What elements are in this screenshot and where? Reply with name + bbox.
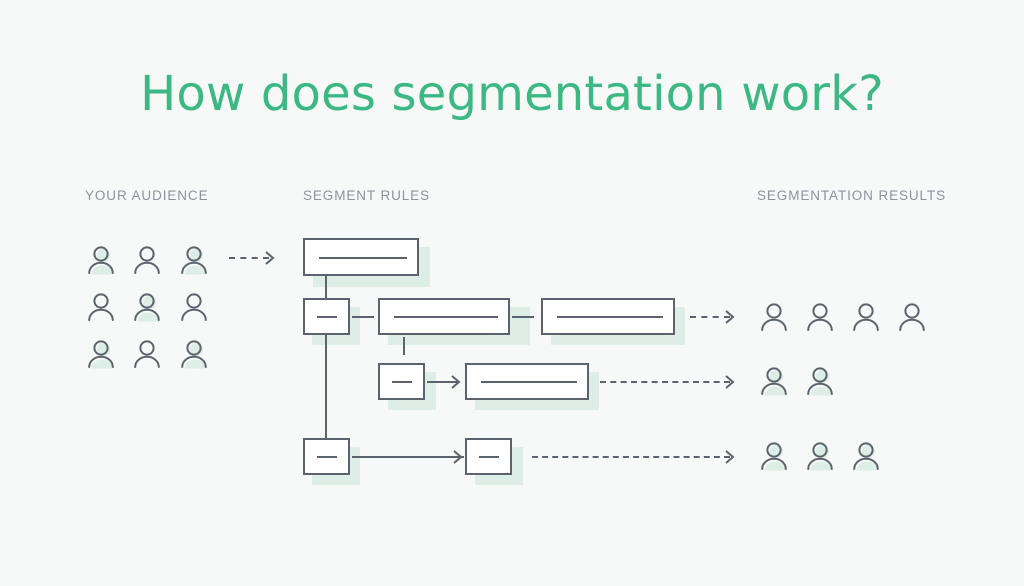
connector-rule-2a-to-2b — [427, 381, 459, 383]
connector-row3-to-results — [532, 456, 730, 458]
flow-node-rule-2b[interactable] — [465, 363, 589, 400]
person-icon — [757, 300, 791, 334]
arrowhead-icon — [452, 449, 464, 465]
column-label-segment-rules: SEGMENT RULES — [303, 188, 430, 203]
flow-node-rule-1a[interactable] — [303, 298, 350, 335]
person-icon — [803, 300, 837, 334]
connector-rule-1b-to-1c — [512, 316, 534, 318]
flow-node-rule-2a[interactable] — [378, 363, 425, 400]
node-text-bar — [479, 456, 499, 458]
person-icon — [177, 290, 211, 324]
node-text-bar — [392, 381, 412, 383]
person-icon — [803, 439, 837, 473]
person-icon — [757, 364, 791, 398]
flow-node-rule-1b[interactable] — [378, 298, 510, 335]
connector-rule-3a-to-3b — [352, 456, 464, 458]
arrowhead-icon — [724, 449, 736, 465]
node-text-bar — [317, 316, 337, 318]
person-icon — [130, 290, 164, 324]
person-icon — [757, 439, 791, 473]
person-icon — [177, 243, 211, 277]
flow-node-rule-3a[interactable] — [303, 438, 350, 475]
person-icon — [84, 243, 118, 277]
node-text-bar — [319, 257, 407, 259]
person-icon — [84, 290, 118, 324]
page-title: How does segmentation work? — [140, 66, 884, 122]
flow-node-rule-1c[interactable] — [541, 298, 675, 335]
arrowhead-icon — [724, 374, 736, 390]
connector-row2-to-results — [600, 381, 730, 383]
person-icon — [895, 300, 929, 334]
arrowhead-icon — [724, 309, 736, 325]
flow-node-root[interactable] — [303, 238, 419, 276]
node-text-bar — [317, 456, 337, 458]
connector-spine-vertical — [325, 276, 327, 441]
connector-rule-1b-down-stub — [403, 337, 405, 355]
arrowhead-icon — [450, 374, 462, 390]
person-icon — [84, 337, 118, 371]
node-text-bar — [394, 316, 498, 318]
connector-audience-to-rules — [229, 257, 269, 259]
column-label-your-audience: YOUR AUDIENCE — [85, 188, 209, 203]
flow-node-rule-3b[interactable] — [465, 438, 512, 475]
arrowhead-icon — [264, 250, 276, 266]
person-icon — [849, 300, 883, 334]
person-icon — [130, 337, 164, 371]
connector-rule-1a-to-1b — [352, 316, 374, 318]
person-icon — [177, 337, 211, 371]
node-text-bar — [557, 316, 663, 318]
person-icon — [130, 243, 164, 277]
connector-row1-to-results — [690, 316, 730, 318]
node-text-bar — [481, 381, 577, 383]
person-icon — [803, 364, 837, 398]
column-label-segmentation-results: SEGMENTATION RESULTS — [757, 188, 947, 203]
person-icon — [849, 439, 883, 473]
